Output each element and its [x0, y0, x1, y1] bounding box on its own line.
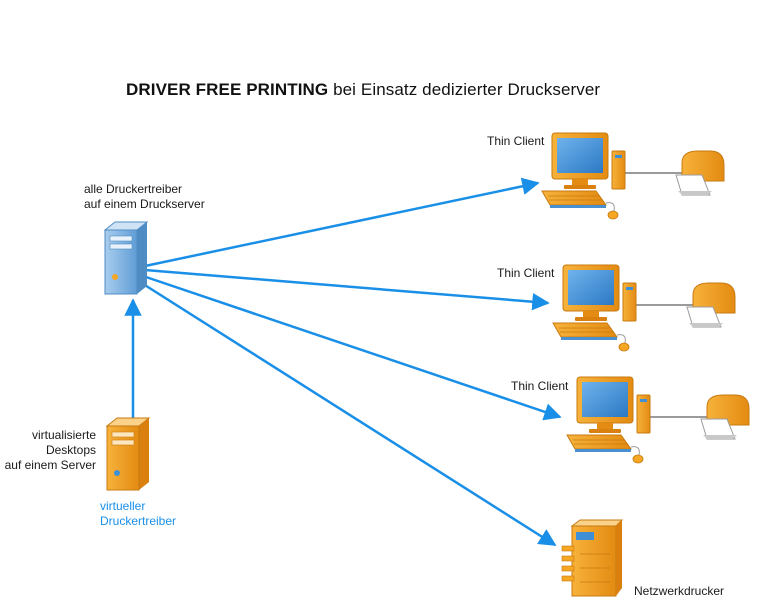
- print-server-label-line1: alle Druckertreiber: [84, 182, 183, 196]
- arrow-server-to-network-printer: [139, 280, 557, 547]
- print-server-icon: [103, 221, 149, 295]
- title-bold: DRIVER FREE PRINTING: [126, 80, 329, 99]
- network-printer-icon: [561, 519, 624, 597]
- virtual-desktop-label-line1: virtualisierte: [31, 428, 96, 442]
- print-server-label-line2: auf einem Druckserver: [84, 197, 205, 211]
- virtual-driver-label: virtueller Druckertreiber: [100, 499, 176, 529]
- arrow-server-to-client-1: [144, 177, 540, 268]
- print-server-label: alle Druckertreiber auf einem Druckserve…: [84, 182, 205, 212]
- virtual-desktop-server-icon: [105, 417, 151, 491]
- arrow-server-to-client-2: [144, 268, 550, 311]
- virtual-desktop-label-line3: auf einem Server: [4, 458, 96, 472]
- network-printer-label: Netzwerkdrucker: [634, 584, 725, 598]
- connection-arrows: [124, 177, 562, 547]
- thin-client-2-label: Thin Client: [497, 266, 555, 280]
- thin-client-1-icon: [541, 132, 725, 220]
- arrow-server-to-client-3: [142, 274, 562, 421]
- thin-client-3-icon: [566, 376, 750, 464]
- virtual-desktop-server-label: virtualisierte Desktops auf einem Server: [0, 428, 96, 473]
- diagram-title: DRIVER FREE PRINTING bei Einsatz dedizie…: [126, 80, 600, 100]
- virtual-driver-line1: virtueller: [100, 499, 146, 513]
- thin-client-3-label: Thin Client: [511, 379, 569, 393]
- thin-client-2-icon: [552, 264, 736, 352]
- thin-client-1-label: Thin Client: [487, 134, 545, 148]
- virtual-desktop-label-line2: Desktops: [45, 443, 96, 457]
- virtual-driver-line2: Druckertreiber: [100, 514, 177, 528]
- title-rest: bei Einsatz dedizierter Druckserver: [328, 80, 601, 99]
